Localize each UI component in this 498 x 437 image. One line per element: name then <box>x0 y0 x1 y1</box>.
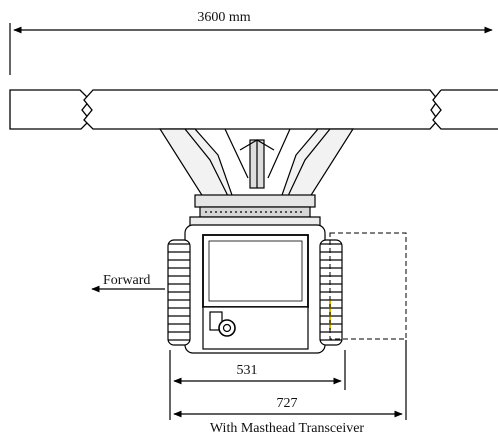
masthead-transceiver-outline <box>329 232 407 340</box>
transceiver-width-dimension: 727 <box>169 340 407 420</box>
forward-indicator: Forward <box>91 273 165 293</box>
unit-width-dimension: 531 <box>169 350 346 390</box>
antenna-pedestal <box>158 128 355 232</box>
gearbox-housing <box>167 224 343 354</box>
unit-width-label: 531 <box>237 363 258 378</box>
overall-width-label: 3600 mm <box>197 10 250 25</box>
caption: With Masthead Transceiver <box>210 421 365 436</box>
antenna-radiator <box>9 89 498 130</box>
forward-label: Forward <box>103 273 150 288</box>
overall-width-dimension: 3600 mm <box>9 10 493 75</box>
transceiver-width-label: 727 <box>277 396 298 411</box>
